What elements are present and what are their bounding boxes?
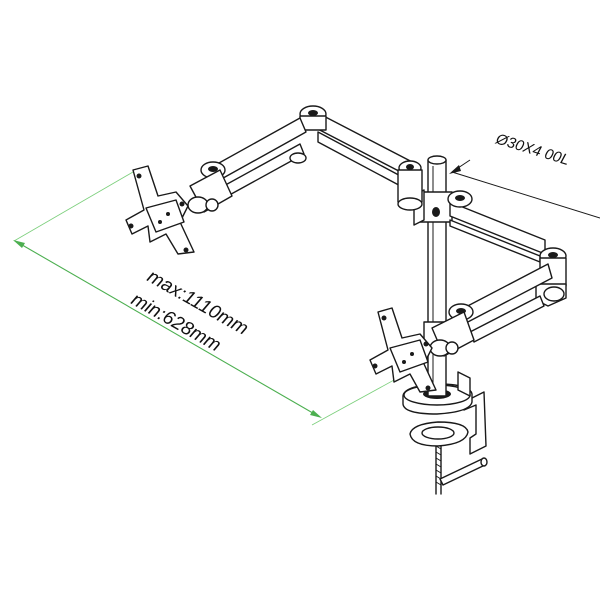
- lower-arm-assembly: [423, 247, 567, 357]
- extension-line-right: [311, 373, 406, 426]
- pole-spec-label: Ø30X4 00L: [493, 130, 572, 169]
- dimension-line: [16, 241, 319, 417]
- pole-spec-leader: [449, 159, 600, 219]
- leader-arrow-icon: [449, 165, 461, 174]
- arrowhead-left-icon: [13, 240, 25, 248]
- extension-line-left: [13, 171, 134, 242]
- upper-arm-assembly: [187, 105, 546, 263]
- width-dimension: [13, 171, 406, 426]
- arrowhead-right-icon: [310, 410, 322, 418]
- lower-vesa-plate: [369, 307, 437, 393]
- left-vesa-plate: [125, 165, 195, 255]
